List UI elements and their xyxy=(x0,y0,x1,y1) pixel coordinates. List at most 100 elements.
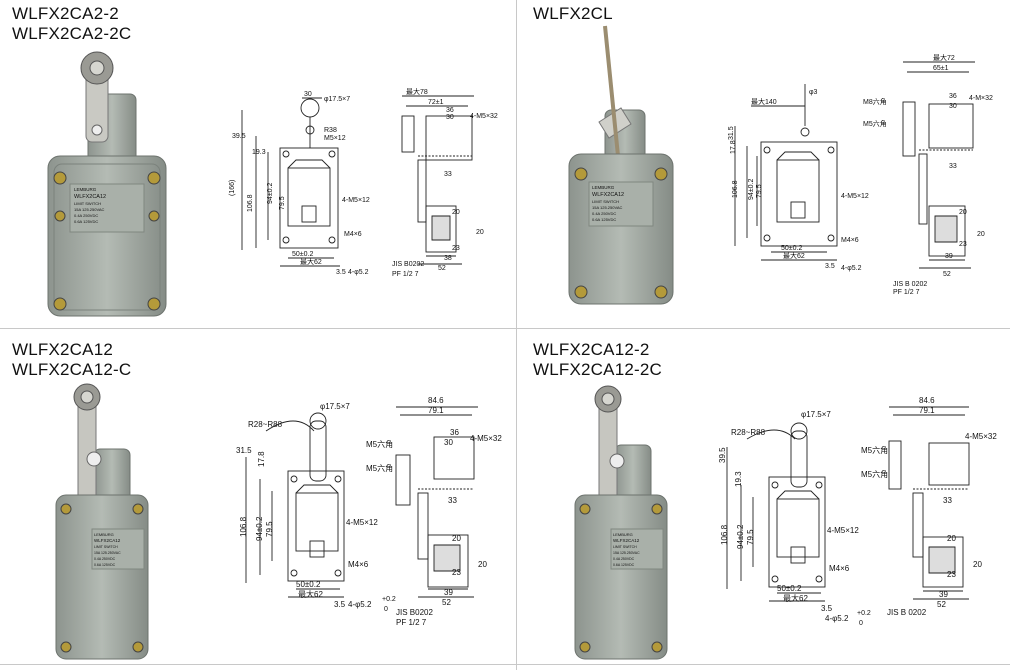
nameplate-text: LEMBURG xyxy=(94,532,114,537)
body-screw xyxy=(654,167,668,181)
dim-label: 39.5 xyxy=(232,133,246,140)
dim-label: 20 xyxy=(973,560,982,569)
nameplate xyxy=(69,183,145,233)
dim-label: 最大62 xyxy=(783,251,805,260)
dim-label: 39 xyxy=(945,253,953,260)
switch-photo: LEMBURG WLFX2CA12 LIMIT SWITCH 15A 125.2… xyxy=(47,51,167,317)
nameplate-text: LIMIT SWITCH xyxy=(74,201,101,206)
dim-label: 30 xyxy=(304,91,312,98)
dim-label: 79.1 xyxy=(919,406,935,415)
model-name-line: WLFX2CA2-2C xyxy=(12,24,132,43)
dim-label: 52 xyxy=(442,598,451,607)
nameplate-text: 15A 125.250VAC xyxy=(74,207,105,212)
nameplate-text: 15A 125.250VAC xyxy=(94,551,121,555)
dim-label: 106.8 xyxy=(720,524,729,545)
dim-label: M5六角 xyxy=(863,119,887,128)
dim-label: 23 xyxy=(947,570,956,579)
nameplate-text: LEMBURG xyxy=(613,532,633,537)
dim-label: 106.8 xyxy=(732,180,739,198)
dim-label: 4-φ5.2 xyxy=(348,600,372,609)
body-screw xyxy=(147,171,161,185)
dim-label: M5六角 xyxy=(366,463,393,473)
dim-label: 30 xyxy=(446,114,454,121)
nameplate-text: 15A 125.250VAC xyxy=(592,205,623,210)
nameplate-text: 0.6A 125VDC xyxy=(94,563,116,567)
switch-body xyxy=(55,494,149,660)
dim-label: 20 xyxy=(452,534,461,543)
dim-label: JIS B0202 xyxy=(396,608,433,617)
front-view-drawing: φ17.5×7 R28~R88 31.5 17.8 106.8 94±0.2 7… xyxy=(236,402,396,613)
dim-label: R38 xyxy=(324,127,337,134)
dim-label: JIS B 0202 xyxy=(887,608,927,617)
dim-label: 最大62 xyxy=(298,589,323,599)
dim-label: 50±0.2 xyxy=(292,251,313,258)
side-view-drawing: 84.6 79.1 M5六角 M5六角 4-M5×32 33 20 20 23 … xyxy=(861,396,997,617)
dim-label: PF 1/2 7 xyxy=(893,289,920,296)
dim-label: 4-M5×12 xyxy=(827,526,859,535)
panel-wlfx2cl: WLFX2CL LEMBURG WLFX2CA12 LIMIT SWITCH 1… xyxy=(517,0,1010,328)
model-title: WLFX2CA2-2 WLFX2CA2-2C xyxy=(12,4,131,44)
dim-label: 最大62 xyxy=(783,593,808,603)
dim-label: 94±0.2 xyxy=(255,516,264,541)
dim-label: 65±1 xyxy=(933,65,949,72)
dim-label: 4-φ5.2 xyxy=(825,614,849,623)
nameplate xyxy=(91,528,145,570)
dim-label: 4-M5×12 xyxy=(342,197,370,204)
dim-label: 50±0.2 xyxy=(781,245,802,252)
side-view-drawing: 84.6 79.1 M5六角 M5六角 36 30 4-M5×32 33 20 … xyxy=(366,396,502,627)
dim-label: 3.5 xyxy=(334,600,346,609)
dim-label: 23 xyxy=(452,245,460,252)
nameplate-text: 0.4A 250VDC xyxy=(613,557,635,561)
dim-label: 4-M5×32 xyxy=(470,434,502,443)
dim-label: 50±0.2 xyxy=(296,580,321,589)
dim-label: 17.8 xyxy=(730,140,737,154)
nameplate xyxy=(588,181,654,227)
dim-label: 106.8 xyxy=(239,516,248,537)
nameplate-text: LEMBURG xyxy=(592,185,615,190)
model-name-line: WLFX2CA12-2C xyxy=(533,360,662,379)
dim-label: 0 xyxy=(384,606,388,613)
dim-label: 39.5 xyxy=(718,447,727,463)
dim-label: 72±1 xyxy=(428,99,444,106)
body-screw xyxy=(579,503,591,515)
dim-label: 79.5 xyxy=(746,529,755,545)
side-view-drawing: 最大78 72±1 36 30 4-M5×32 33 20 20 23 38 5… xyxy=(392,87,498,278)
body-screw xyxy=(53,297,67,311)
front-view-drawing: 30 φ17.5×7 R38 M5×12 39.5 19.3 (166) 106… xyxy=(229,91,370,276)
dim-label: PF 1/2 7 xyxy=(392,271,419,278)
dim-label: 4-M×32 xyxy=(969,95,993,102)
body-screw xyxy=(574,167,588,181)
dim-label: 3.5 xyxy=(821,604,833,613)
dim-label: 4-M5×32 xyxy=(965,432,997,441)
nameplate-text: WLFX2CA12 xyxy=(74,194,106,200)
dim-label: 20 xyxy=(959,209,967,216)
dim-label: 106.8 xyxy=(247,194,254,212)
model-title: WLFX2CA12 WLFX2CA12-C xyxy=(12,340,131,380)
dim-label: 3.5 xyxy=(825,263,835,270)
dim-label: 79.5 xyxy=(279,196,286,210)
body-screw xyxy=(148,210,160,222)
dim-label: M4×6 xyxy=(348,560,369,569)
dim-label: 19.3 xyxy=(734,471,743,487)
body-screw xyxy=(651,503,663,515)
nameplate-text: LIMIT SWITCH xyxy=(94,545,118,549)
dim-label: 38 xyxy=(444,255,452,262)
front-view-drawing: φ17.5×7 R28~R88 39.5 19.3 106.8 94±0.2 7… xyxy=(718,410,871,627)
dim-label: +0.2 xyxy=(382,596,396,603)
dim-label: 最大62 xyxy=(300,257,322,266)
dim-label: 20 xyxy=(476,229,484,236)
front-view-drawing: 最大140 φ3 31.5 17.8 106.8 94±0.2 79.5 4-M… xyxy=(728,84,869,272)
dim-label: 84.6 xyxy=(428,396,444,405)
dim-label: 36 xyxy=(450,428,459,437)
dim-label: 94±0.2 xyxy=(267,183,274,204)
dim-label: (166) xyxy=(229,180,236,196)
switch-photo: LEMBURG WLFX2CA12 LIMIT SWITCH 15A 125.2… xyxy=(568,25,674,305)
body-screw xyxy=(147,297,161,311)
dim-label: 4-φ5.2 xyxy=(841,265,862,272)
model-title: WLFX2CL xyxy=(533,4,613,24)
dim-label: 52 xyxy=(943,271,951,278)
model-name-line: WLFX2CA12 xyxy=(12,340,114,359)
body-screw xyxy=(53,171,67,185)
dim-label: 79.1 xyxy=(428,406,444,415)
dim-label: 3.5 xyxy=(336,269,346,276)
